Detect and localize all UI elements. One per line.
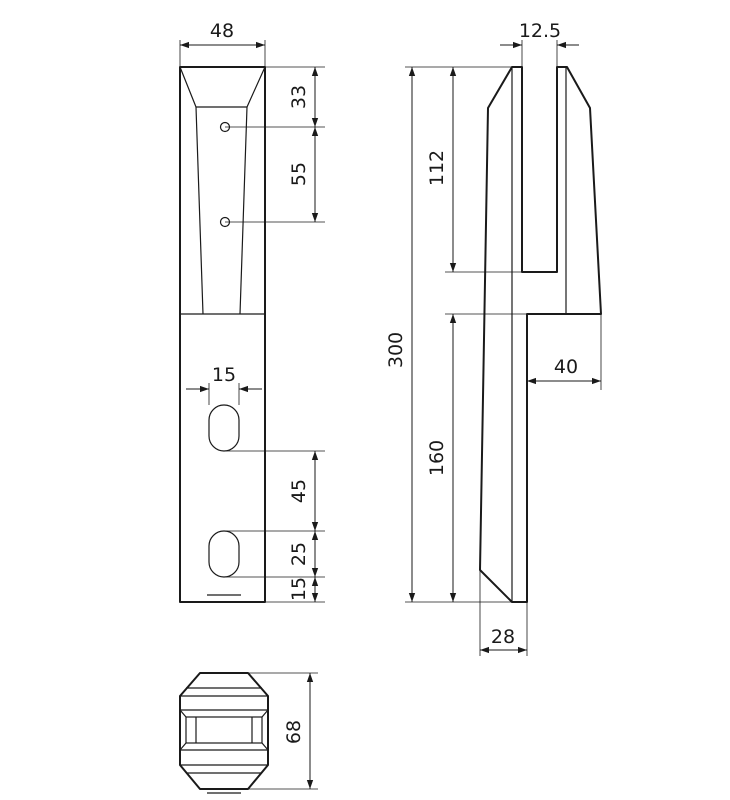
dim-hole-spacing: 55: [288, 162, 310, 186]
dim-slot-length: 25: [288, 542, 310, 566]
dim-slot-offset-bottom: 15: [288, 577, 310, 601]
dim-slot-spacing: 45: [288, 479, 310, 503]
top-dimensions: 68: [248, 672, 318, 790]
slot-upper: [208, 404, 240, 452]
dim-front-width: 48: [210, 20, 234, 42]
front-channel-sides: [195, 106, 248, 315]
dim-side-offset: 40: [554, 356, 578, 378]
side-outline: [479, 66, 602, 603]
dim-glass-gap: 12.5: [519, 20, 561, 42]
front-dimensions: 48 33 55 15 45 25 15: [179, 20, 325, 603]
dim-hole-offset-top: 33: [288, 85, 310, 109]
top-outline: [179, 672, 269, 790]
dim-lower-height: 160: [426, 440, 448, 476]
dim-channel-depth: 112: [426, 150, 448, 186]
dim-slot-width: 15: [212, 364, 236, 386]
top-channel: [185, 716, 263, 744]
front-chamfer-top: [179, 66, 266, 108]
side-dimensions: 12.5 300 112 160 40 28: [385, 20, 602, 656]
front-view: [179, 66, 266, 603]
front-outline: [179, 66, 266, 603]
top-view: [179, 672, 269, 794]
side-view: [479, 66, 602, 603]
slot-lower: [208, 530, 240, 578]
dim-top-depth: 68: [283, 720, 305, 744]
dim-total-height: 300: [385, 332, 407, 368]
dim-bottom-width: 28: [491, 626, 515, 648]
